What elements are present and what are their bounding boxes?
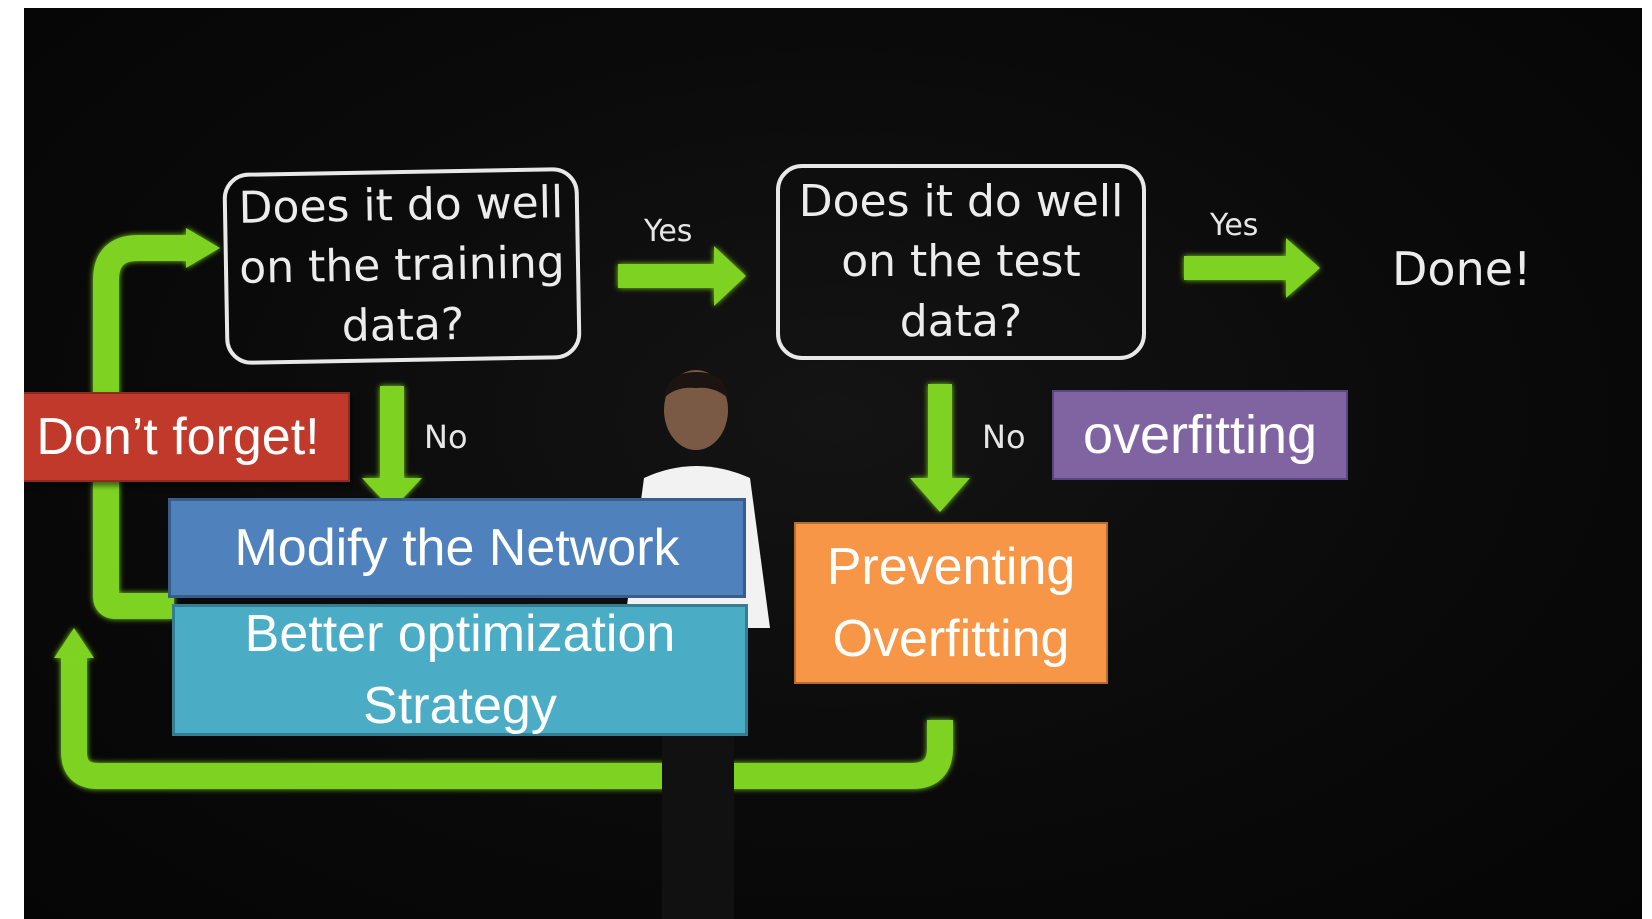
test-question-line-2: on the test <box>841 236 1081 287</box>
yes-label-1: Yes <box>644 214 693 249</box>
test-question-box: Does it do well on the test data? <box>776 164 1146 360</box>
loop-arrowhead-training <box>186 228 220 268</box>
preventing-overfitting-box: Preventing Overfitting <box>794 522 1108 684</box>
loop-arrowhead-test <box>54 628 94 658</box>
loop-arrow-test <box>61 656 953 789</box>
test-question-line-3: data? <box>899 296 1023 347</box>
dont-forget-text: Don’t forget! <box>36 408 320 466</box>
yes-arrow-1 <box>618 246 746 306</box>
done-label: Done! <box>1392 242 1532 296</box>
test-question-line-1: Does it do well <box>798 176 1124 227</box>
overfitting-text: overfitting <box>1082 405 1318 465</box>
no-label-2: No <box>982 418 1026 456</box>
no-label-1: No <box>424 418 468 456</box>
preventing-overfitting-line-1: Preventing <box>826 538 1076 596</box>
yes-arrow-2 <box>1184 238 1320 298</box>
training-question-box: Does it do well on the training data? <box>222 166 582 366</box>
modify-network-box: Modify the Network <box>168 498 746 598</box>
training-question-line-3: data? <box>341 298 465 353</box>
yes-label-2: Yes <box>1210 208 1259 243</box>
training-question-line-2: on the training <box>238 237 566 294</box>
better-optimization-line-1: Better optimization <box>244 605 676 663</box>
modify-network-text: Modify the Network <box>234 519 680 577</box>
training-question-line-1: Does it do well <box>238 177 564 234</box>
overfitting-box: overfitting <box>1052 390 1348 480</box>
preventing-overfitting-line-2: Overfitting <box>832 610 1070 668</box>
better-optimization-box: Better optimization Strategy <box>172 604 748 736</box>
no-arrow-2 <box>910 384 970 512</box>
dont-forget-box: Don’t forget! <box>24 392 350 482</box>
no-arrow-1 <box>362 386 422 510</box>
better-optimization-line-2: Strategy <box>363 677 557 735</box>
slide-canvas: Does it do well on the training data? Do… <box>24 8 1642 919</box>
